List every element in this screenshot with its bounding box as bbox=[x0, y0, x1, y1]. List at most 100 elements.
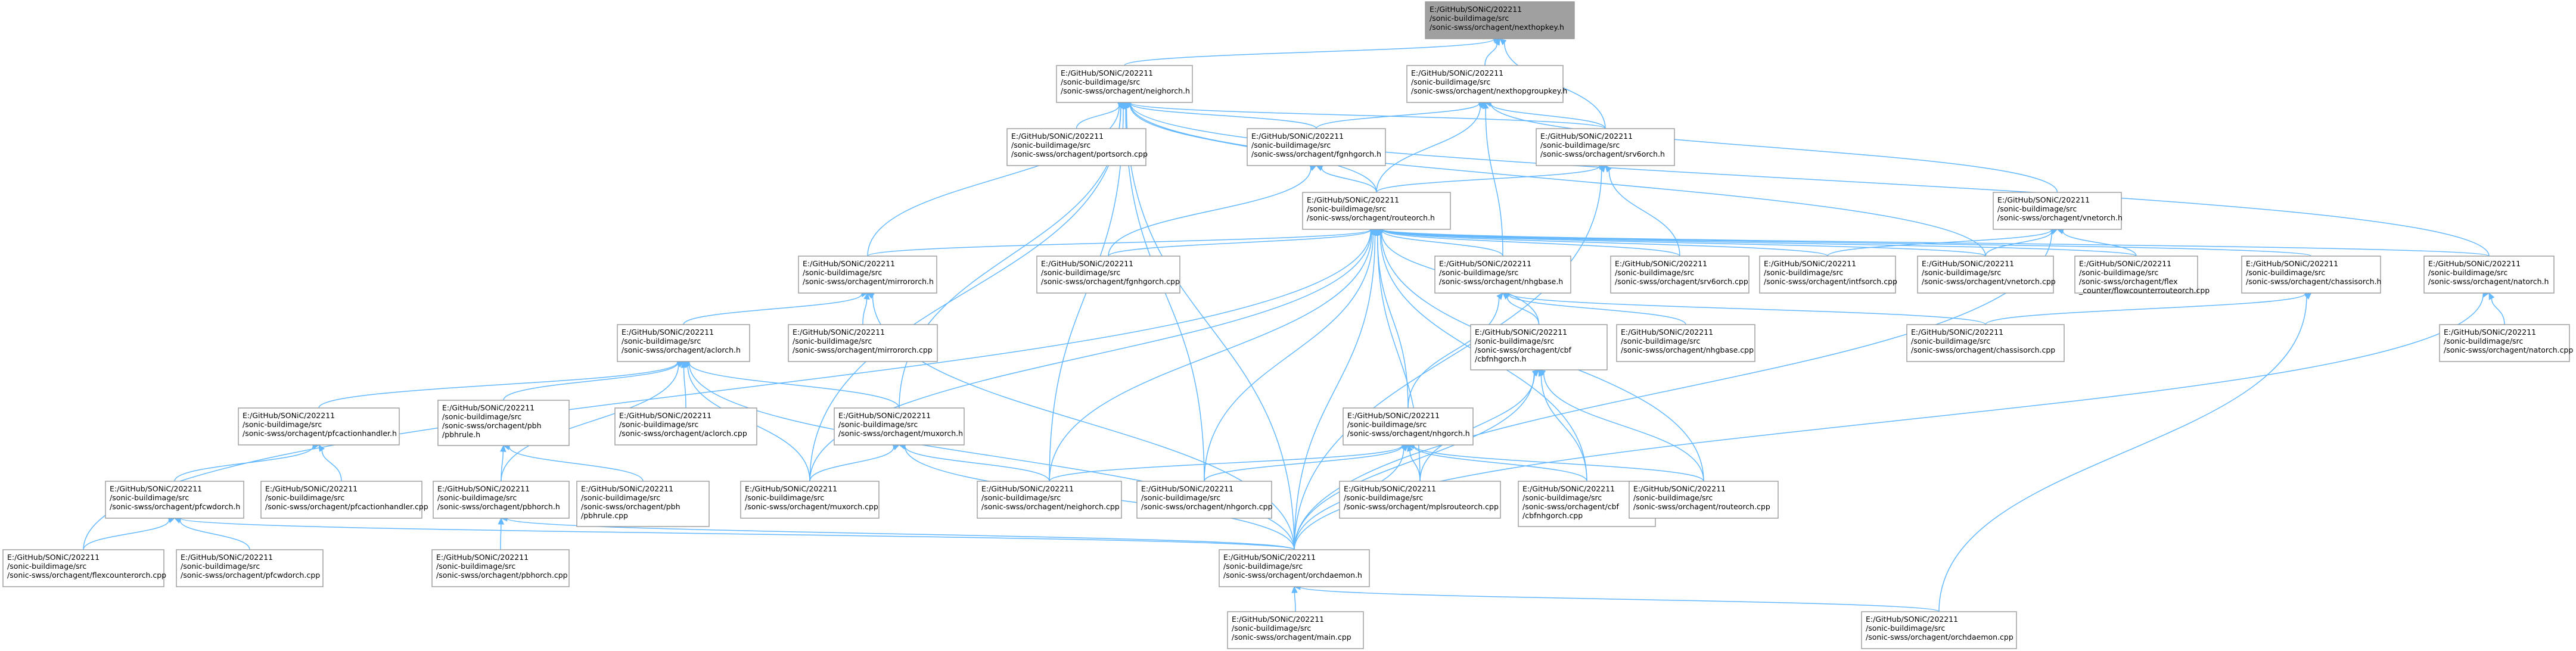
node-label-line: /sonic-swss/orchagent/nexthopkey.h bbox=[1430, 23, 1564, 32]
node-aclorch-cpp[interactable]: E:/GitHub/SONiC/202211/sonic-buildimage/… bbox=[614, 407, 757, 446]
node-label-line: /sonic-buildimage/src bbox=[7, 562, 86, 571]
edge-orchdaemon_h-to-pfcwdorch_h bbox=[173, 515, 1295, 550]
node-orchdaemon-h[interactable]: E:/GitHub/SONiC/202211/sonic-buildimage/… bbox=[1219, 549, 1370, 587]
node-neighorch-cpp[interactable]: E:/GitHub/SONiC/202211/sonic-buildimage/… bbox=[977, 481, 1122, 519]
node-muxorch-cpp[interactable]: E:/GitHub/SONiC/202211/sonic-buildimage/… bbox=[740, 481, 880, 519]
node-orchdaemon-cpp[interactable]: E:/GitHub/SONiC/202211/sonic-buildimage/… bbox=[1861, 611, 2017, 649]
node-label-line: /sonic-swss/orchagent/srv6orch.h bbox=[1540, 149, 1665, 158]
node-label-line: /sonic-swss/orchagent/mirrororch.cpp bbox=[793, 345, 933, 354]
edge-line bbox=[689, 362, 900, 409]
edge-line bbox=[1407, 297, 1500, 409]
node-srv6orch-h[interactable]: E:/GitHub/SONiC/202211/sonic-buildimage/… bbox=[1536, 128, 1675, 166]
node-srv6orch-cpp[interactable]: E:/GitHub/SONiC/202211/sonic-buildimage/… bbox=[1610, 256, 1750, 294]
node-pbhorch-cpp[interactable]: E:/GitHub/SONiC/202211/sonic-buildimage/… bbox=[431, 549, 570, 587]
edge-orchdaemon_cpp-to-orchdaemon_h bbox=[1293, 584, 1940, 612]
node-flexcounterorch-cpp[interactable]: E:/GitHub/SONiC/202211/sonic-buildimage/… bbox=[2, 549, 166, 587]
edge-line bbox=[180, 518, 1295, 550]
node-chassisorch-h[interactable]: E:/GitHub/SONiC/202211/sonic-buildimage/… bbox=[2241, 256, 2381, 294]
node-flexcounter-ctr[interactable]: E:/GitHub/SONiC/202211/sonic-buildimage/… bbox=[2074, 256, 2210, 295]
node-box bbox=[1227, 611, 1364, 649]
node-label-line: /sonic-buildimage/src bbox=[1615, 268, 1694, 277]
node-fgnhgorch-cpp[interactable]: E:/GitHub/SONiC/202211/sonic-buildimage/… bbox=[1036, 256, 1180, 294]
edge-natorch_h-to-neighorch_h bbox=[1123, 99, 2490, 257]
node-label-line: E:/GitHub/SONiC/202211 bbox=[1430, 5, 1522, 14]
node-box bbox=[105, 481, 244, 519]
edge-line bbox=[318, 362, 678, 409]
node-nhgbase-cpp[interactable]: E:/GitHub/SONiC/202211/sonic-buildimage/… bbox=[1616, 324, 1755, 362]
node-main-cpp[interactable]: E:/GitHub/SONiC/202211/sonic-buildimage/… bbox=[1227, 611, 1364, 649]
node-nhgorch-cpp[interactable]: E:/GitHub/SONiC/202211/sonic-buildimage/… bbox=[1136, 481, 1273, 519]
node-fgnhgorch-h[interactable]: E:/GitHub/SONiC/202211/sonic-buildimage/… bbox=[1247, 128, 1386, 166]
node-pfcwdorch-cpp[interactable]: E:/GitHub/SONiC/202211/sonic-buildimage/… bbox=[176, 549, 324, 587]
node-vnetorch-cpp[interactable]: E:/GitHub/SONiC/202211/sonic-buildimage/… bbox=[1917, 256, 2056, 294]
node-mirrororch-h[interactable]: E:/GitHub/SONiC/202211/sonic-buildimage/… bbox=[798, 256, 937, 294]
node-box bbox=[834, 407, 965, 446]
node-box bbox=[1993, 192, 2122, 230]
edge-line bbox=[867, 229, 1371, 257]
edge-line bbox=[1376, 106, 1481, 193]
node-cbfnhgorch-h[interactable]: E:/GitHub/SONiC/202211/sonic-buildimage/… bbox=[1470, 324, 1608, 370]
node-mirrororch-cpp[interactable]: E:/GitHub/SONiC/202211/sonic-buildimage/… bbox=[788, 324, 938, 362]
node-label-line: /sonic-buildimage/src bbox=[1540, 141, 1620, 149]
node-label-line: /sonic-buildimage/src bbox=[1011, 141, 1090, 149]
node-pbhorch-h[interactable]: E:/GitHub/SONiC/202211/sonic-buildimage/… bbox=[433, 481, 570, 519]
node-label-line: E:/GitHub/SONiC/202211 bbox=[1911, 328, 2003, 337]
edge-arrowhead bbox=[1123, 101, 1130, 110]
edge-line bbox=[1294, 592, 1296, 612]
edge-nhgkey_h-to-nexthopkey bbox=[1484, 38, 1500, 66]
node-vnetorch-h[interactable]: E:/GitHub/SONiC/202211/sonic-buildimage/… bbox=[1993, 192, 2123, 230]
node-label-line: E:/GitHub/SONiC/202211 bbox=[436, 553, 529, 562]
edge-arrowhead bbox=[500, 444, 507, 452]
node-box bbox=[1056, 65, 1193, 103]
node-label-line: E:/GitHub/SONiC/202211 bbox=[1411, 68, 1503, 77]
node-mplsrouteorch-cpp[interactable]: E:/GitHub/SONiC/202211/sonic-buildimage/… bbox=[1339, 481, 1501, 519]
node-muxorch-h[interactable]: E:/GitHub/SONiC/202211/sonic-buildimage/… bbox=[834, 407, 965, 446]
edge-arrowhead bbox=[1538, 369, 1546, 376]
edge-line bbox=[507, 518, 1295, 550]
node-label-line: /sonic-buildimage/src bbox=[838, 420, 918, 429]
node-chassisorch-cpp[interactable]: E:/GitHub/SONiC/202211/sonic-buildimage/… bbox=[1906, 324, 2065, 362]
node-pbhrule-cpp[interactable]: E:/GitHub/SONiC/202211/sonic-buildimage/… bbox=[576, 481, 710, 527]
node-nhgbase-h[interactable]: E:/GitHub/SONiC/202211/sonic-buildimage/… bbox=[1434, 256, 1571, 294]
node-label-line: /sonic-swss/orchagent/mirrororch.h bbox=[803, 277, 934, 286]
node-label-line: /sonic-buildimage/src bbox=[793, 337, 872, 345]
edge-line bbox=[1382, 229, 2137, 257]
node-label-line: /sonic-swss/orchagent/aclorch.cpp bbox=[619, 429, 747, 438]
node-natorch-cpp[interactable]: E:/GitHub/SONiC/202211/sonic-buildimage/… bbox=[2439, 324, 2573, 362]
node-routeorch-h[interactable]: E:/GitHub/SONiC/202211/sonic-buildimage/… bbox=[1302, 192, 1451, 230]
edge-line bbox=[174, 446, 314, 482]
edge-line bbox=[1294, 235, 1376, 550]
node-pbhrule-h[interactable]: E:/GitHub/SONiC/202211/sonic-buildimage/… bbox=[437, 400, 570, 446]
node-pfcactionhandler-h[interactable]: E:/GitHub/SONiC/202211/sonic-buildimage/… bbox=[238, 407, 400, 446]
node-label-line: /sonic-swss/orchagent/pbhorch.h bbox=[437, 502, 560, 511]
edge-line bbox=[1938, 297, 2307, 612]
node-box bbox=[1343, 407, 1474, 446]
node-box bbox=[1136, 481, 1272, 519]
node-aclorch-h[interactable]: E:/GitHub/SONiC/202211/sonic-buildimage/… bbox=[617, 324, 750, 362]
edge-line bbox=[1376, 235, 1409, 409]
node-label-line: E:/GitHub/SONiC/202211 bbox=[2428, 259, 2521, 268]
node-nhgorch-h[interactable]: E:/GitHub/SONiC/202211/sonic-buildimage/… bbox=[1343, 407, 1474, 446]
node-neighorch-h[interactable]: E:/GitHub/SONiC/202211/sonic-buildimage/… bbox=[1056, 65, 1193, 103]
node-routeorch-cpp[interactable]: E:/GitHub/SONiC/202211/sonic-buildimage/… bbox=[1629, 481, 1779, 519]
node-label-line: E:/GitHub/SONiC/202211 bbox=[243, 411, 335, 420]
node-pfcwdorch-h[interactable]: E:/GitHub/SONiC/202211/sonic-buildimage/… bbox=[105, 481, 244, 519]
edge-routeorch_cpp-to-cbfnhgorch_h bbox=[1538, 369, 1704, 482]
edge-pfcwdorch_h-to-pfcactionhandler_h bbox=[174, 443, 320, 482]
node-natorch-h[interactable]: E:/GitHub/SONiC/202211/sonic-buildimage/… bbox=[2423, 256, 2555, 294]
node-nexthopkey[interactable]: E:/GitHub/SONiC/202211/sonic-buildimage/… bbox=[1425, 1, 1575, 39]
edge-line bbox=[1543, 373, 1704, 482]
node-intfsorch-cpp[interactable]: E:/GitHub/SONiC/202211/sonic-buildimage/… bbox=[1759, 256, 1897, 294]
node-pfcactionhandler-cpp[interactable]: E:/GitHub/SONiC/202211/sonic-buildimage/… bbox=[260, 481, 428, 519]
node-label-line: /sonic-buildimage/src bbox=[745, 493, 824, 502]
node-label-line: /sonic-swss/orchagent/pbh bbox=[581, 502, 680, 511]
edge-line bbox=[683, 367, 686, 409]
node-box bbox=[1629, 481, 1779, 519]
edge-line bbox=[1294, 373, 1535, 550]
node-label-line: /sonic-buildimage/src bbox=[1041, 268, 1120, 277]
node-label-line: /sonic-swss/orchagent/nhgbase.h bbox=[1439, 277, 1563, 286]
edge-line bbox=[1985, 293, 2306, 325]
node-portsorch-cpp[interactable]: E:/GitHub/SONiC/202211/sonic-buildimage/… bbox=[1006, 128, 1148, 166]
node-nhgkey-h[interactable]: E:/GitHub/SONiC/202211/sonic-buildimage/… bbox=[1406, 65, 1567, 103]
node-label-line: E:/GitHub/SONiC/202211 bbox=[1141, 484, 1233, 493]
